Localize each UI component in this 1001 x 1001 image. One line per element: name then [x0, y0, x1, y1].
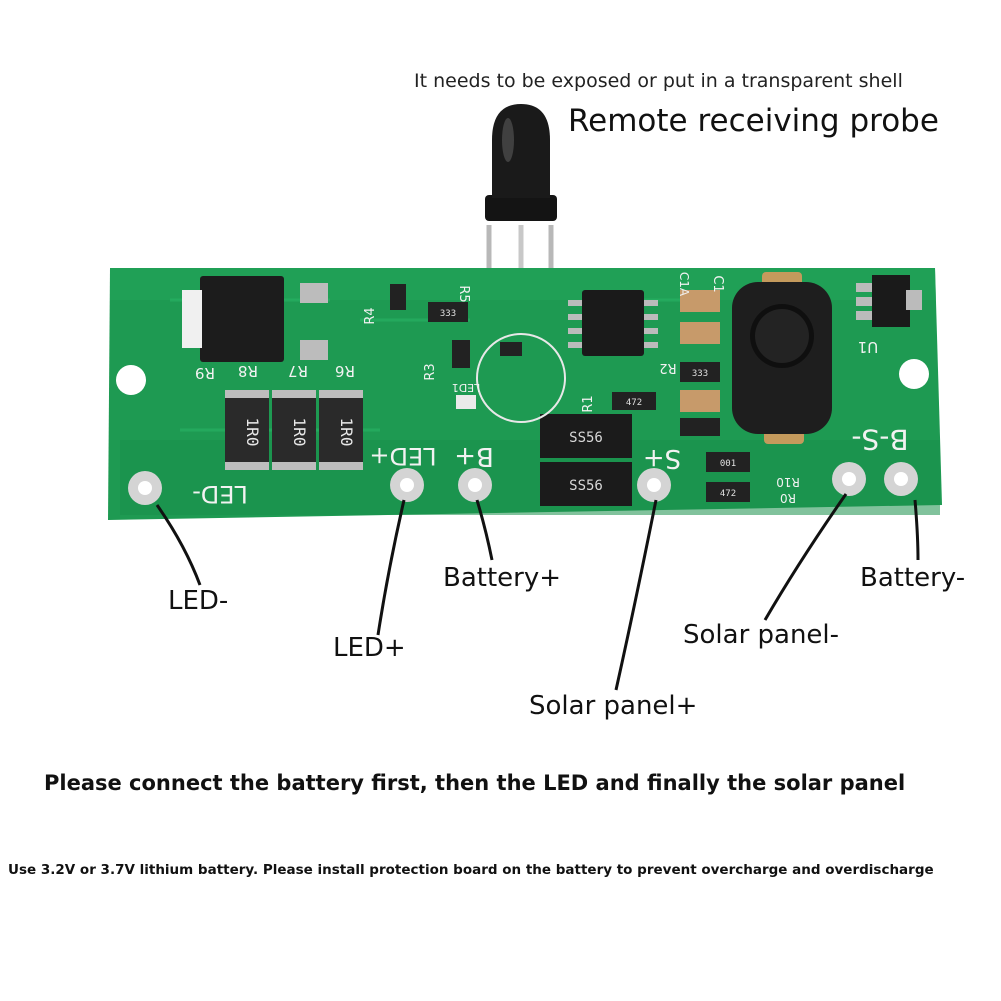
- resistor-label-1: 1R0: [243, 418, 262, 447]
- battery-note: Use 3.2V or 3.7V lithium battery. Please…: [8, 862, 934, 878]
- diode-pair: SS56 SS56: [540, 414, 632, 506]
- resistor-label-3: 1R0: [337, 418, 356, 447]
- silk-b-plus: B+: [454, 441, 494, 471]
- resistor-bank: 1R0 1R0 1R0: [225, 390, 363, 470]
- callout-battery-plus: Battery+: [443, 563, 562, 593]
- ic-chip-icon: [568, 290, 658, 356]
- code-472-a: 472: [626, 398, 642, 408]
- ref-r9: R9: [195, 364, 215, 382]
- diode-label-1: SS56: [569, 430, 603, 446]
- ref-r3: R3: [423, 363, 438, 380]
- ref-r8: R8: [238, 362, 258, 380]
- ir-receiver-icon: [485, 104, 557, 221]
- ref-r0: R0: [780, 491, 796, 505]
- exposure-note: It needs to be exposed or put in a trans…: [414, 70, 903, 92]
- mosfet-chip-icon: [182, 276, 328, 362]
- probe-title: Remote receiving probe: [568, 103, 939, 139]
- ref-r4: R4: [363, 307, 378, 324]
- silk-led-minus: LED-: [192, 480, 248, 508]
- smd-components: 333 333 472 001 472: [390, 284, 750, 502]
- ref-r6: R6: [335, 362, 355, 380]
- ref-led1: LED1: [452, 381, 481, 394]
- resistor-label-2: 1R0: [290, 418, 309, 447]
- diode-label-2: SS56: [569, 478, 603, 494]
- callout-led-minus: LED-: [168, 586, 229, 616]
- ref-r10: R10: [776, 475, 800, 489]
- silk-bs-minus: B-S-: [851, 423, 908, 456]
- code-001: 001: [720, 459, 736, 469]
- ref-c1a: C1A: [677, 272, 691, 297]
- callout-lines: [155, 493, 920, 691]
- silkscreen-labels: LED- LED+ B+ S+ B-S- R9 R8 R7 R6 R4 R5 R…: [192, 272, 908, 508]
- mounting-hole-left: [116, 365, 146, 395]
- connection-order-note: Please connect the battery first, then t…: [44, 771, 906, 795]
- push-button-icon: [732, 272, 832, 444]
- code-333-b: 333: [692, 369, 708, 379]
- code-472-b: 472: [720, 489, 736, 499]
- callout-led-plus: LED+: [333, 633, 406, 663]
- receiver-outline: [476, 333, 566, 423]
- callout-solar-minus: Solar panel-: [683, 620, 840, 650]
- callout-battery-minus: Battery-: [860, 563, 966, 593]
- ref-r5: R5: [456, 285, 471, 302]
- silk-led-plus: LED+: [369, 442, 436, 470]
- callout-solar-plus: Solar panel+: [529, 691, 698, 721]
- ref-u1: U1: [858, 338, 879, 356]
- solder-pads: [128, 462, 918, 505]
- ref-r1: R1: [581, 395, 596, 412]
- ref-r2: R2: [659, 360, 676, 375]
- ref-r7: R7: [288, 362, 308, 380]
- mounting-hole-right: [899, 359, 929, 389]
- ref-c1: C1: [710, 275, 725, 292]
- silk-s-plus: S+: [643, 443, 681, 473]
- code-333-a: 333: [440, 309, 456, 319]
- regulator-chip-icon: [856, 275, 922, 327]
